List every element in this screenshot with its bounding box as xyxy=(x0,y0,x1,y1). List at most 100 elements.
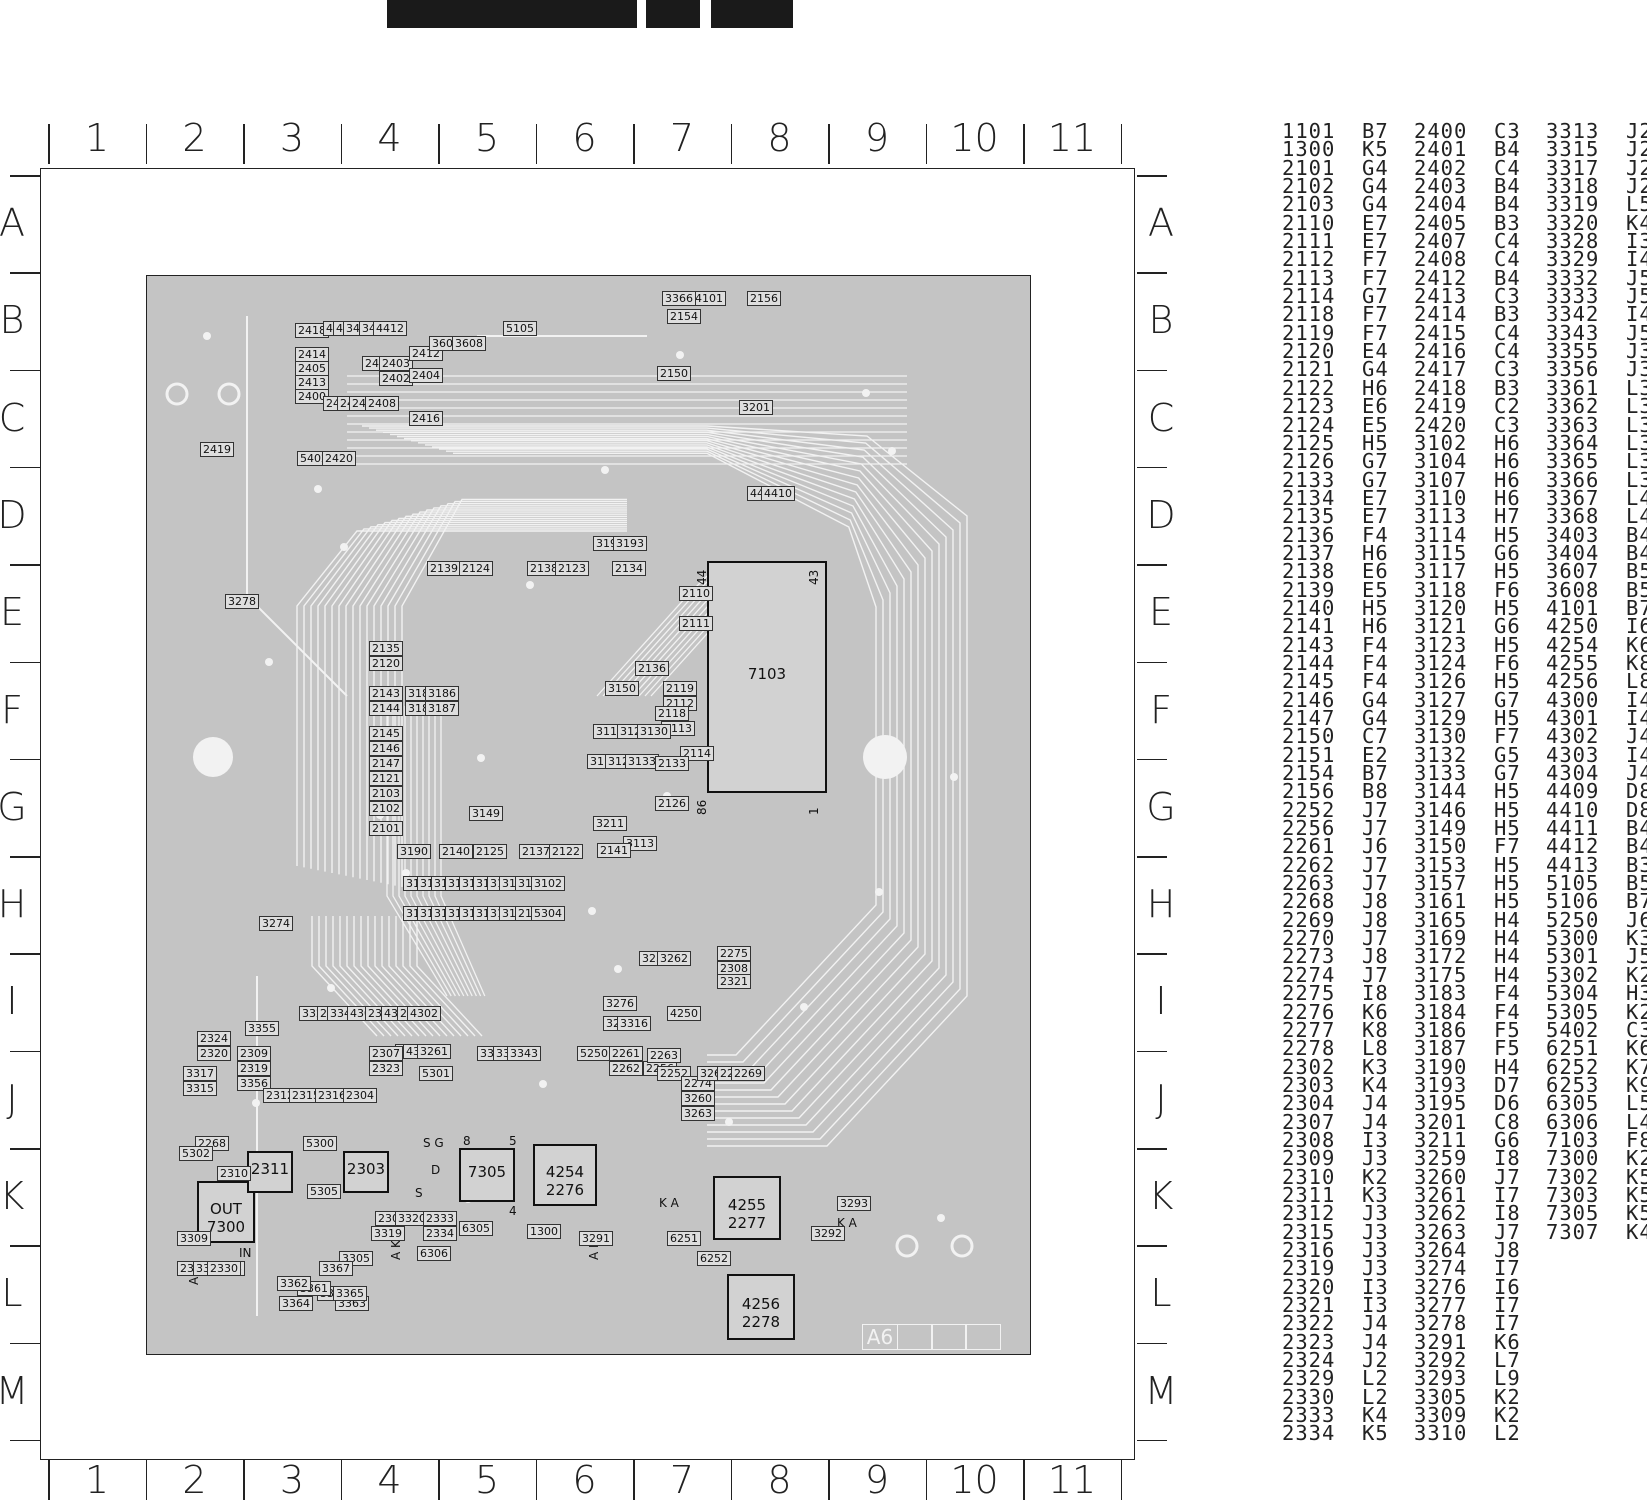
row-label-left: A xyxy=(0,201,25,245)
column-divider-tick xyxy=(828,124,830,164)
legend-ref: 3127 xyxy=(1414,687,1468,712)
legend-ref: 3130 xyxy=(1414,724,1468,749)
header-bar-1 xyxy=(387,0,637,28)
legend-location: E7 xyxy=(1362,210,1389,235)
trace xyxy=(428,706,477,997)
legend-ref: 2133 xyxy=(1282,467,1336,492)
row-label-left: H xyxy=(0,882,27,927)
component-2320: 2320 xyxy=(197,1046,231,1061)
column-label-top: 11 xyxy=(1047,116,1097,160)
component-5300: 5300 xyxy=(303,1136,337,1151)
legend-location: H5 xyxy=(1494,706,1521,730)
row-label-right: I xyxy=(1155,979,1167,1024)
component-3364: 3364 xyxy=(279,1296,313,1311)
legend-location: H5 xyxy=(1494,559,1521,584)
legend-location: C3 xyxy=(1494,284,1521,309)
legend-ref: 2316 xyxy=(1282,1237,1336,1262)
legend-ref: 3117 xyxy=(1414,559,1468,584)
legend-location: J5 xyxy=(1626,265,1647,290)
trace xyxy=(352,513,627,878)
column-label-bottom: 7 xyxy=(669,1458,695,1502)
pin-label-in: IN xyxy=(239,1246,252,1260)
row-divider-tick xyxy=(1137,1342,1167,1345)
component-2125: 2125 xyxy=(473,844,507,859)
via-pad xyxy=(862,389,870,397)
trace xyxy=(369,427,961,1140)
column-divider-tick xyxy=(633,124,635,164)
legend-ref: 3260 xyxy=(1414,1164,1468,1189)
legend-ref: 2113 xyxy=(1282,265,1336,290)
row-divider-tick xyxy=(10,369,40,372)
legend-location: J2 xyxy=(1362,1348,1389,1373)
legend-ref: 3293 xyxy=(1414,1366,1468,1391)
component-3276: 3276 xyxy=(603,996,637,1011)
via-pad xyxy=(937,1214,945,1222)
component-4250: 4250 xyxy=(667,1006,701,1021)
via-pad xyxy=(526,581,534,589)
column-divider-tick xyxy=(1120,1460,1122,1500)
legend-location: E7 xyxy=(1362,485,1389,510)
row-divider-tick xyxy=(10,272,40,274)
header-bar-3 xyxy=(711,0,793,28)
legend-location: I4 xyxy=(1626,742,1647,767)
legend-location: C4 xyxy=(1494,247,1521,272)
legend-location: G4 xyxy=(1362,192,1389,217)
pin-label-ka1: K A xyxy=(659,1196,679,1210)
row-label-left: K xyxy=(0,1174,25,1218)
legend-ref: 2125 xyxy=(1282,430,1336,455)
legend-ref: 2400 xyxy=(1414,119,1468,143)
trace xyxy=(453,452,877,1056)
row-divider-tick xyxy=(10,856,40,858)
component-2102: 2102 xyxy=(369,801,403,816)
legend-location: E7 xyxy=(1362,229,1389,254)
legend-location: K9 xyxy=(1626,1072,1647,1097)
component-2324: 2324 xyxy=(197,1031,231,1046)
legend-ref: 2302 xyxy=(1282,1054,1336,1079)
component-1300: 1300 xyxy=(527,1224,561,1239)
legend-ref: 3320 xyxy=(1546,210,1600,235)
legend-ref: 3364 xyxy=(1546,430,1600,455)
component-6252: 6252 xyxy=(697,1251,731,1266)
component-2330: 2330 xyxy=(207,1261,241,1276)
component-3293: 3293 xyxy=(837,1196,871,1211)
legend-location: B3 xyxy=(1626,852,1647,877)
column-label-top: 3 xyxy=(279,116,305,160)
legend-location: H4 xyxy=(1494,962,1521,987)
legend-ref: 5250 xyxy=(1546,907,1600,932)
legend-ref: 2111 xyxy=(1282,229,1336,254)
legend-location: C4 xyxy=(1494,320,1521,345)
component-3150: 3150 xyxy=(605,681,639,696)
component-2275: 2275 xyxy=(717,946,751,961)
component-3355: 3355 xyxy=(245,1021,279,1036)
legend-location: F7 xyxy=(1362,302,1389,327)
legend-ref: 3123 xyxy=(1414,632,1468,657)
legend-ref: 3263 xyxy=(1414,1219,1468,1244)
component-3366: 3366 xyxy=(662,291,696,306)
legend-ref: 4303 xyxy=(1546,742,1600,767)
component-2137: 2137 xyxy=(519,844,553,859)
